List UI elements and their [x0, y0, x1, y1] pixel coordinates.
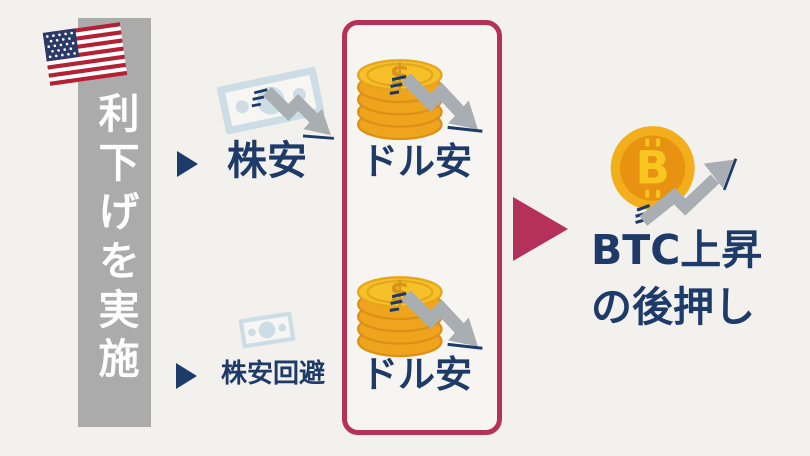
stock-decline-label: 株安: [227, 138, 307, 184]
coins-falling-icon: $: [357, 58, 483, 141]
stock-decline-avoided-label: 株安回避: [221, 359, 326, 389]
result-line1: BTC上昇: [591, 226, 763, 274]
us-flag-icon: [42, 22, 128, 86]
arrow-right-icon: [176, 363, 197, 389]
bitcoin-rising-icon: B: [610, 126, 738, 226]
cause-label: 利下げを実施: [91, 92, 139, 386]
result-label: BTC上昇 の後押し: [591, 222, 762, 336]
arrow-right-large-icon: [513, 197, 568, 261]
result-line2: の後押し: [591, 283, 755, 331]
coins-falling-icon: $: [357, 275, 483, 358]
arrow-right-icon: [177, 151, 198, 177]
cause-bar: 利下げを実施: [78, 18, 151, 427]
banknote-falling-icon: [216, 66, 334, 140]
bitcoin-sign: B: [635, 142, 669, 195]
banknote-icon: [238, 311, 296, 349]
dollar-weak-label-bottom: ドル安: [361, 353, 472, 396]
dollar-weak-label-top: ドル安: [361, 140, 472, 183]
